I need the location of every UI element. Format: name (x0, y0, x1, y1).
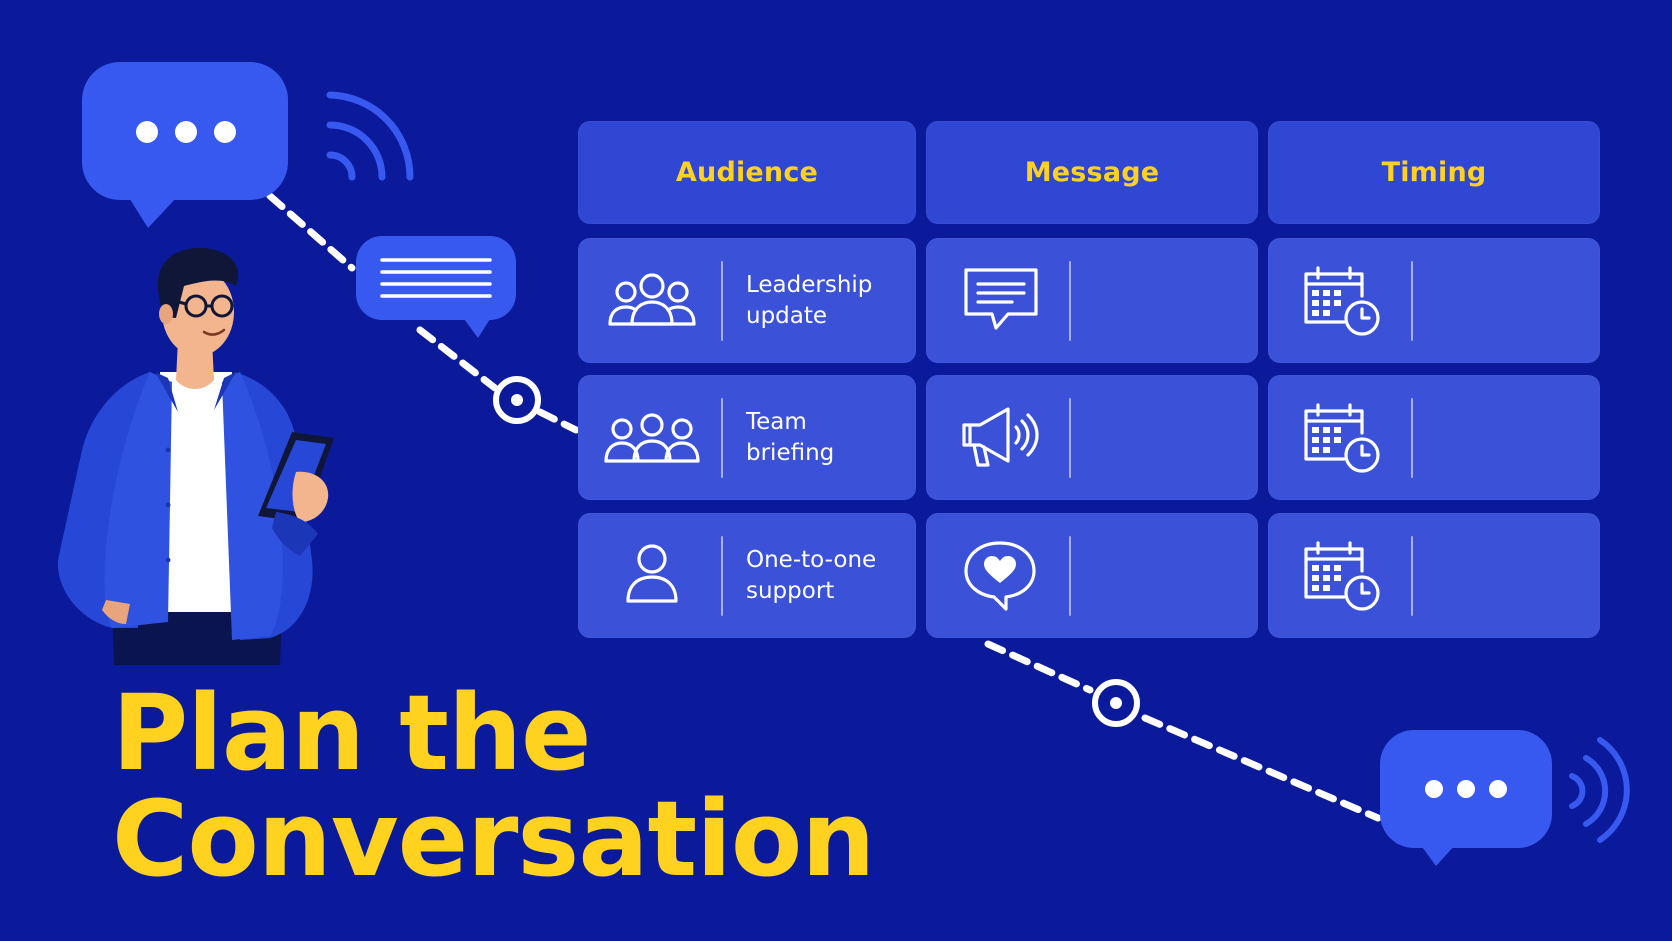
speech-bubble-dots-icon (82, 62, 288, 228)
timing-cell (1268, 375, 1600, 500)
column-header-label: Audience (675, 157, 819, 188)
leadership-group-icon (608, 273, 696, 326)
column-header-audience: Audience (578, 121, 916, 224)
dashed-path-top (266, 192, 580, 434)
cell-divider (721, 536, 723, 616)
single-person-icon (626, 544, 678, 603)
dashed-path-bottom (984, 640, 1382, 822)
audience-label: Leadership update (746, 271, 873, 329)
column-header-label: Timing (1381, 157, 1487, 188)
heart-chat-icon (964, 541, 1036, 611)
route-node-icon (493, 376, 541, 424)
calendar-clock-icon (1304, 541, 1380, 611)
cell-divider (1411, 261, 1413, 341)
cell-divider (1411, 536, 1413, 616)
team-group-icon (604, 413, 700, 463)
cell-divider (1069, 261, 1071, 341)
audience-label: One-to-one support (746, 546, 877, 604)
message-cell (926, 238, 1258, 363)
cell-divider (721, 398, 723, 478)
column-header-message: Message (926, 121, 1258, 224)
megaphone-icon (962, 407, 1039, 467)
audience-cell: Team briefing (578, 375, 916, 500)
timing-cell (1268, 238, 1600, 363)
message-cell (926, 375, 1258, 500)
column-header-timing: Timing (1268, 121, 1600, 224)
audience-label: Team briefing (746, 408, 835, 466)
page-title: Plan the Conversation (112, 672, 875, 900)
signal-waves-icon (1569, 737, 1630, 843)
column-header-label: Message (1024, 157, 1160, 188)
speech-bubble-dots-icon (1380, 730, 1552, 866)
route-node-icon (1092, 679, 1140, 727)
cell-divider (1069, 398, 1071, 478)
person-with-tablet-illustration (57, 247, 334, 665)
cell-divider (721, 261, 723, 341)
calendar-clock-icon (1304, 266, 1380, 336)
calendar-clock-icon (1304, 403, 1380, 473)
message-cell (926, 513, 1258, 638)
timing-cell (1268, 513, 1600, 638)
signal-waves-icon (326, 91, 414, 181)
cell-divider (1069, 536, 1071, 616)
audience-cell: Leadership update (578, 238, 916, 363)
chat-message-icon (964, 268, 1038, 330)
audience-cell: One-to-one support (578, 513, 916, 638)
text-bubble-icon (356, 236, 516, 338)
cell-divider (1411, 398, 1413, 478)
